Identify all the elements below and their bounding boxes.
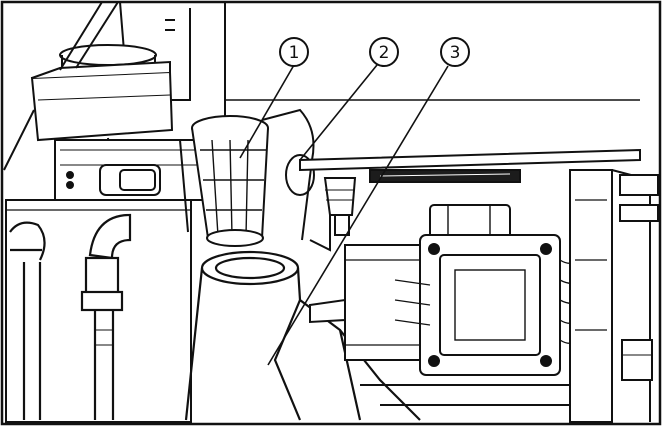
callout-2: 2 (299, 37, 399, 161)
callout-leader-1 (239, 64, 295, 159)
callout-3: 3 (267, 37, 470, 366)
callout-number-1: 1 (289, 43, 300, 63)
diagonal-pipe (3, 1, 119, 171)
hose-left (9, 221, 46, 420)
lower-frame (360, 384, 570, 406)
callout-circle-2 (369, 37, 399, 67)
callout-leader-2 (299, 64, 378, 161)
callout-circle-3 (440, 37, 470, 67)
callout-number-2: 2 (379, 43, 390, 63)
filter-basket (191, 115, 269, 247)
right-panel (569, 169, 659, 423)
reservoir-tank (30, 44, 174, 161)
callout-leader-3 (267, 65, 449, 366)
hose-elbow (80, 213, 132, 420)
pump-motor (309, 204, 561, 376)
callout-circle-1 (279, 37, 309, 67)
callout-1: 1 (239, 37, 309, 159)
valve-fitting (323, 177, 357, 236)
top-rail (299, 148, 641, 183)
callout-number-3: 3 (450, 43, 461, 63)
